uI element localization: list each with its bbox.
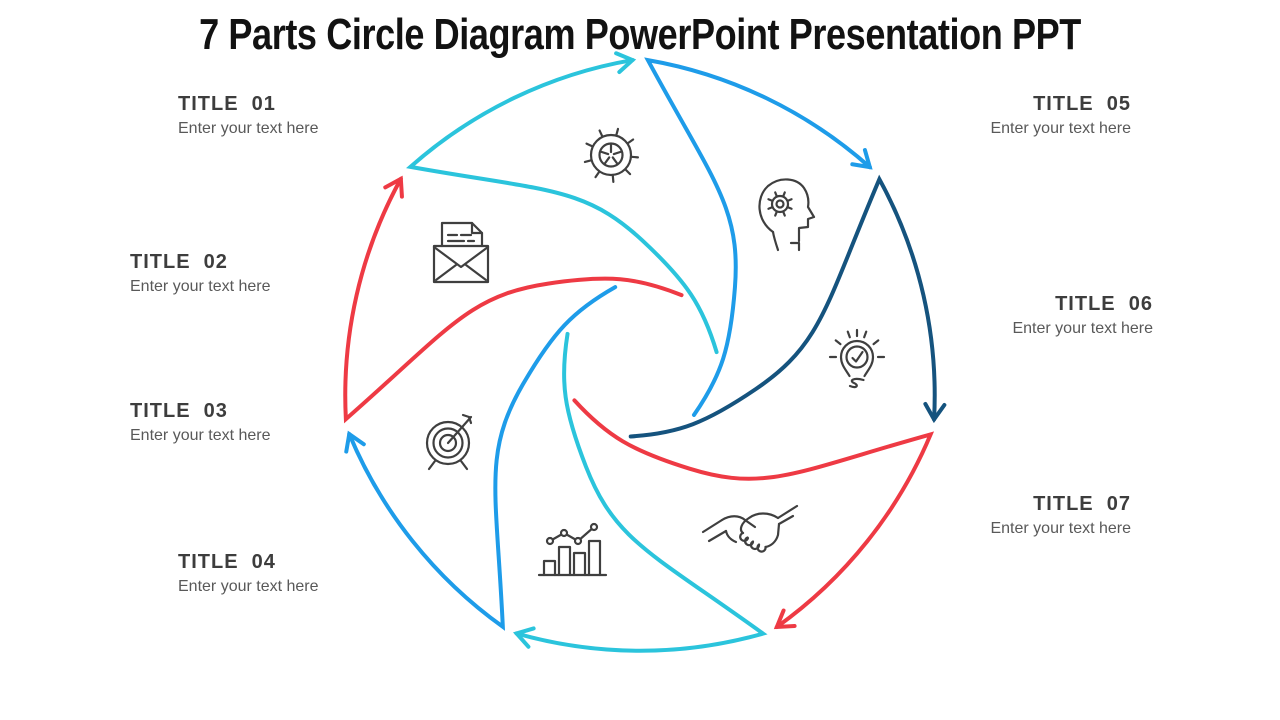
- arrow-part-4: [512, 331, 768, 653]
- label-title-03: TITLE 03: [130, 400, 228, 422]
- arrow-part-7: [406, 51, 719, 355]
- page-title: 7 Parts Circle Diagram PowerPoint Presen…: [199, 10, 1081, 59]
- label-subtitle-06: Enter your text here: [1012, 320, 1153, 337]
- label-block-04: TITLE 04 Enter your text here: [178, 550, 319, 597]
- label-block-07: TITLE 07 Enter your text here: [990, 492, 1131, 539]
- label-block-06: TITLE 06 Enter your text here: [1012, 292, 1153, 339]
- label-subtitle-03: Enter your text here: [130, 427, 271, 444]
- arrow-part-5: [344, 285, 618, 631]
- label-title-07: TITLE 07: [1033, 493, 1131, 515]
- mail-icon: [432, 221, 490, 284]
- arrow-part-2: [628, 174, 947, 439]
- label-block-01: TITLE 01 Enter your text here: [178, 92, 319, 139]
- label-title-06: TITLE 06: [1055, 293, 1153, 315]
- label-subtitle-04: Enter your text here: [178, 578, 319, 595]
- target-icon: [425, 413, 473, 471]
- arrow-part-1: [644, 57, 873, 417]
- label-title-01: TITLE 01: [178, 93, 276, 115]
- label-block-03: TITLE 03 Enter your text here: [130, 399, 271, 446]
- label-subtitle-02: Enter your text here: [130, 278, 271, 295]
- label-title-04: TITLE 04: [178, 551, 276, 573]
- gear-icon: [583, 127, 639, 183]
- bar-chart-icon: [537, 522, 608, 577]
- label-subtitle-07: Enter your text here: [990, 520, 1131, 537]
- handshake-icon: [701, 504, 799, 553]
- arrow-part-6: [343, 175, 684, 424]
- lightbulb-check-icon: [828, 328, 886, 389]
- label-subtitle-01: Enter your text here: [178, 120, 319, 137]
- label-subtitle-05: Enter your text here: [990, 120, 1131, 137]
- label-block-05: TITLE 05 Enter your text here: [990, 92, 1131, 139]
- label-block-02: TITLE 02 Enter your text here: [130, 250, 271, 297]
- label-title-05: TITLE 05: [1033, 93, 1131, 115]
- arrow-part-3: [572, 398, 935, 630]
- head-gear-icon: [758, 178, 816, 252]
- label-title-02: TITLE 02: [130, 251, 228, 273]
